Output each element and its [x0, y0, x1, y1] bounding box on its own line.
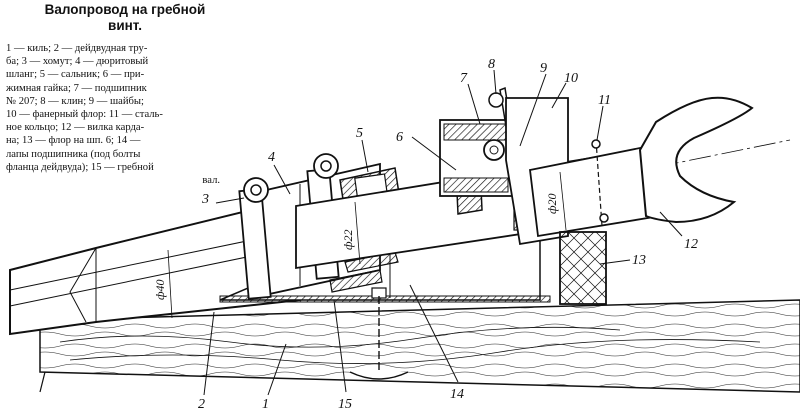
- legend-line: фланца дейдвуда); 15 — гребной: [6, 161, 154, 173]
- callout-2: 2: [198, 397, 205, 410]
- callout-5: 5: [356, 126, 363, 141]
- frame-floor: [559, 231, 607, 305]
- legend-line: шланг; 5 — сальник; 6 — при-: [6, 69, 145, 81]
- title-line-1: Валопровод на гребной: [44, 2, 206, 17]
- clamp: [238, 177, 272, 300]
- cardan-fork: [638, 96, 754, 224]
- dimension-22: ф22: [341, 229, 355, 250]
- legend-line: жимная гайка; 7 — подшипник: [6, 82, 147, 94]
- dim-line-20: [559, 171, 567, 231]
- legend-line: вал.: [202, 175, 220, 187]
- callout-7: 7: [460, 71, 468, 86]
- wedge-bolt: [488, 92, 504, 108]
- legend-line: ба; 3 — хомут; 4 — дюритовый: [6, 56, 149, 68]
- legend-line: на; 13 — флор на шп. 6; 14 —: [6, 135, 141, 147]
- dim-line-40: [167, 249, 173, 319]
- callout-6: 6: [396, 130, 403, 145]
- leader-lines: [203, 69, 683, 396]
- figure-title: Валопровод на гребной винт.: [20, 2, 230, 34]
- callout-10: 10: [564, 71, 578, 86]
- title-line-2: винт.: [108, 18, 142, 33]
- dim-line-22: [354, 201, 361, 265]
- callout-14: 14: [450, 387, 464, 402]
- callout-1: 1: [262, 397, 269, 410]
- dimension-40: ф40: [153, 279, 167, 300]
- dimension-20: ф20: [545, 193, 559, 214]
- keel: [39, 299, 800, 393]
- callout-15: 15: [338, 397, 352, 410]
- legend-line: ное кольцо; 12 — вилка карда-: [6, 122, 145, 134]
- flange-bolt: [349, 287, 409, 380]
- legend: 1 — киль; 2 — дейдвудная тру- ба; 3 — хо…: [6, 42, 220, 187]
- callout-8: 8: [488, 57, 495, 72]
- bearing-207: [439, 119, 513, 197]
- legend-line: 1 — киль; 2 — дейдвудная тру-: [6, 43, 148, 54]
- callout-9: 9: [540, 61, 547, 76]
- legend-line: 10 — фанерный флор: 11 — сталь-: [6, 109, 163, 121]
- legend-line: лапы подшипника (под болты: [6, 148, 141, 160]
- callout-4: 4: [268, 150, 275, 165]
- callout-3: 3: [201, 192, 209, 207]
- callout-13: 13: [632, 253, 646, 268]
- legend-line: № 207; 8 — клин; 9 — шайбы;: [6, 95, 144, 107]
- callout-12: 12: [684, 237, 698, 252]
- callout-11: 11: [598, 93, 611, 108]
